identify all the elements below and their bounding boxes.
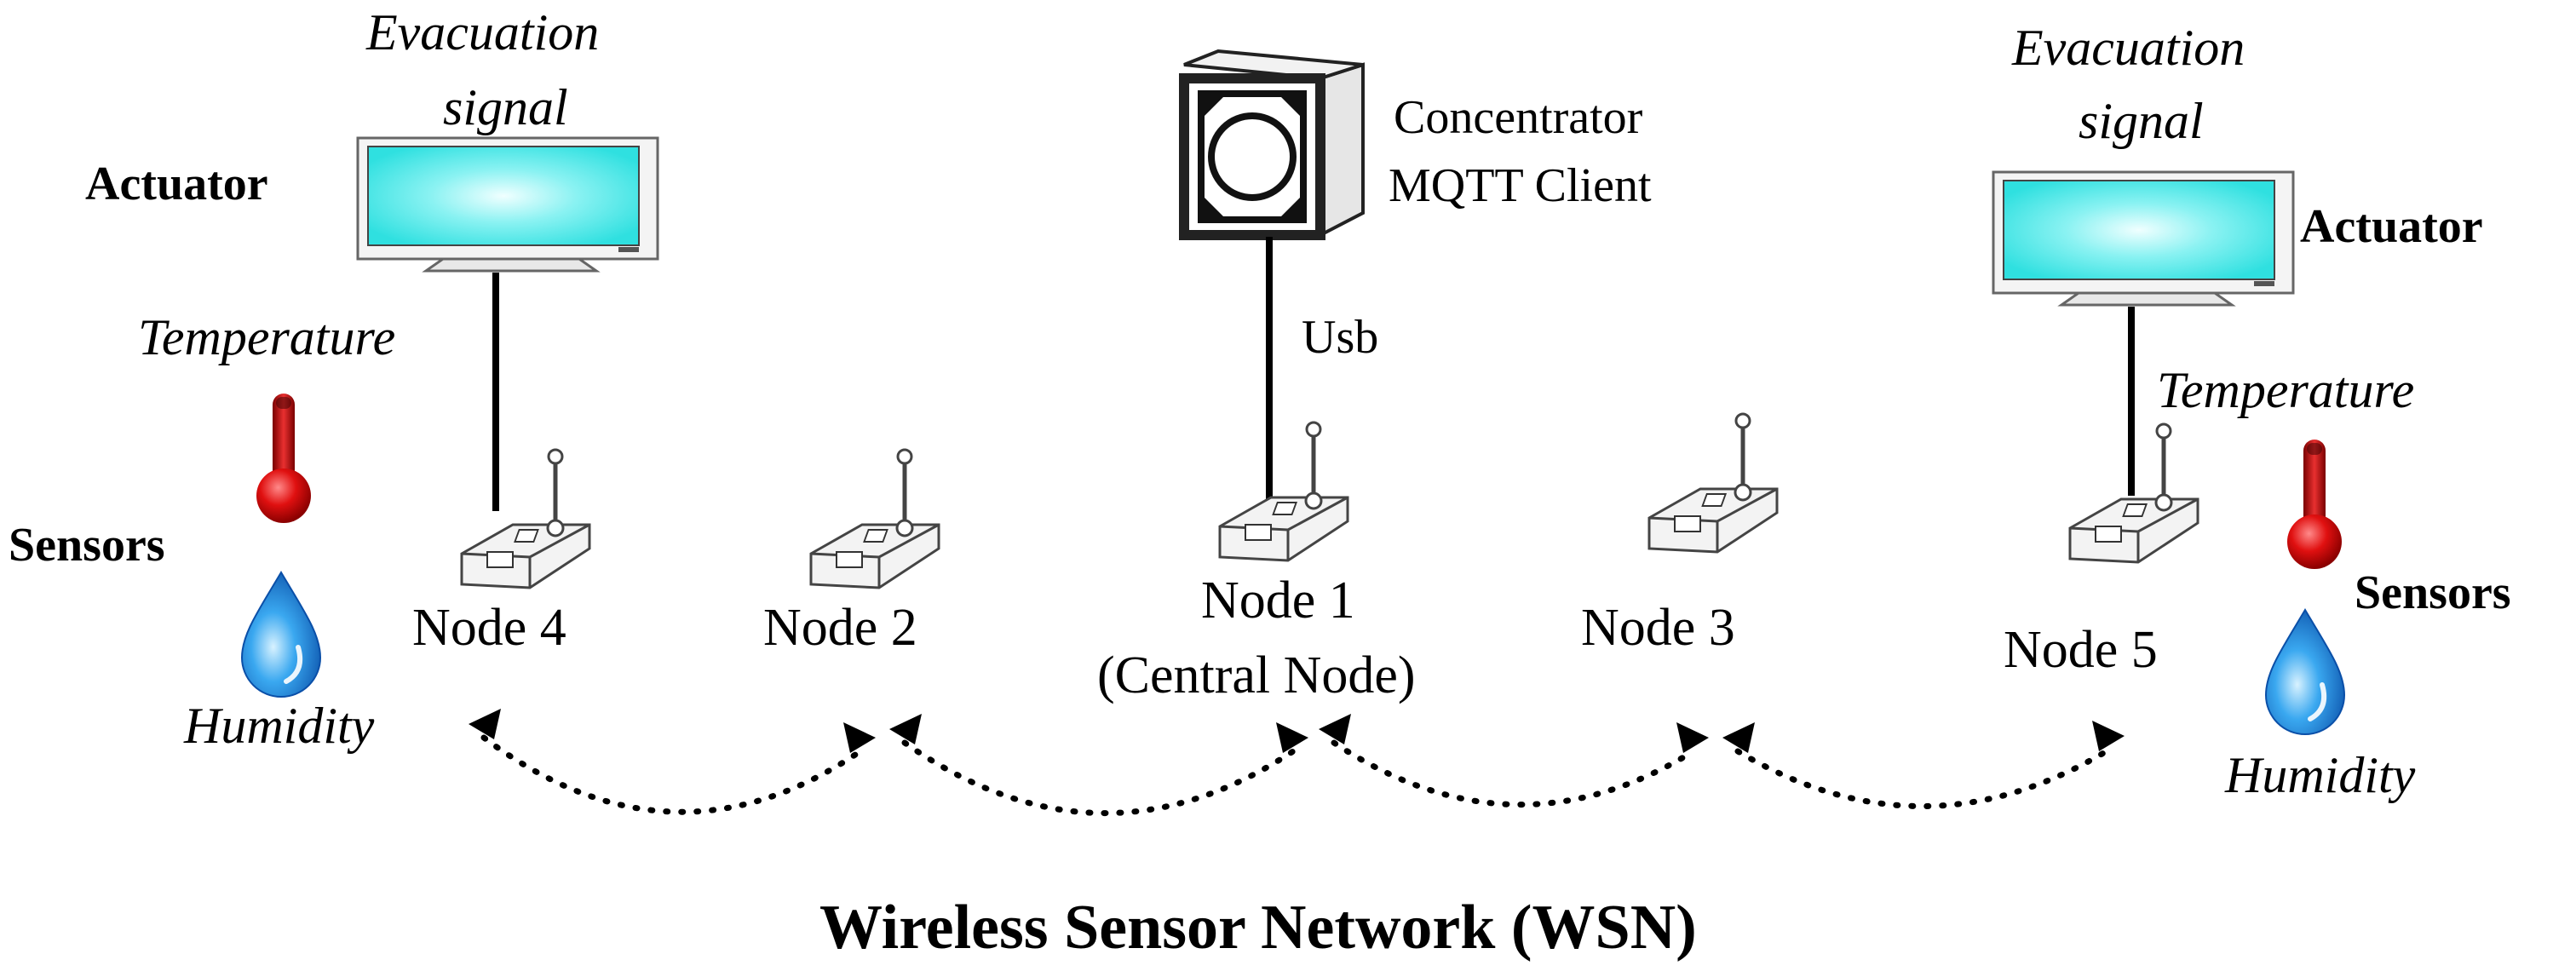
left-humidity-drop-icon: [240, 571, 322, 698]
node-3-label: Node 3: [1581, 599, 1735, 657]
right-actuator-monitor: [1992, 170, 2295, 307]
node-1-subtitle: (Central Node): [1097, 647, 1416, 704]
left-humidity-label: Humidity: [184, 698, 375, 754]
right-actuator-label: Actuator: [2300, 200, 2483, 253]
diagram-title: Wireless Sensor Network (WSN): [819, 893, 1697, 963]
concentrator-label-1: Concentrator: [1394, 91, 1643, 144]
left-evacuation-label-2: signal: [443, 79, 568, 135]
node-1-device: [1218, 421, 1349, 562]
right-humidity-label: Humidity: [2225, 747, 2416, 803]
node-1-label: Node 1: [1201, 572, 1355, 629]
link-node3-node5: [1722, 721, 2125, 809]
left-actuator-monitor: [356, 136, 659, 273]
node-2-device: [809, 448, 940, 589]
node-3-device: [1647, 412, 1779, 554]
right-sensors-label: Sensors: [2355, 566, 2511, 619]
link-node4-node2: [469, 709, 876, 815]
node-4-label: Node 4: [412, 599, 566, 657]
usb-label: Usb: [1302, 311, 1379, 364]
node-5-label: Node 5: [2004, 621, 2158, 679]
left-thermometer-icon: [256, 394, 311, 523]
concentrator-label-2: MQTT Client: [1389, 159, 1652, 212]
right-evacuation-label-2: signal: [2079, 93, 2204, 149]
link-node2-node1: [889, 714, 1308, 817]
node-5-device: [2068, 422, 2199, 564]
left-sensors-label: Sensors: [9, 519, 165, 572]
right-humidity-drop-icon: [2264, 608, 2346, 735]
right-evacuation-label-1: Evacuation: [2012, 20, 2245, 76]
link-node1-node3: [1319, 714, 1709, 807]
left-actuator-label: Actuator: [85, 158, 268, 210]
node-2-label: Node 2: [763, 599, 917, 657]
node-4-device: [460, 448, 591, 589]
left-evacuation-label-1: Evacuation: [366, 4, 600, 60]
concentrator-icon: [1179, 49, 1365, 240]
right-thermometer-icon: [2287, 440, 2342, 569]
right-temperature-label: Temperature: [2157, 362, 2415, 418]
left-temperature-label: Temperature: [138, 309, 396, 365]
